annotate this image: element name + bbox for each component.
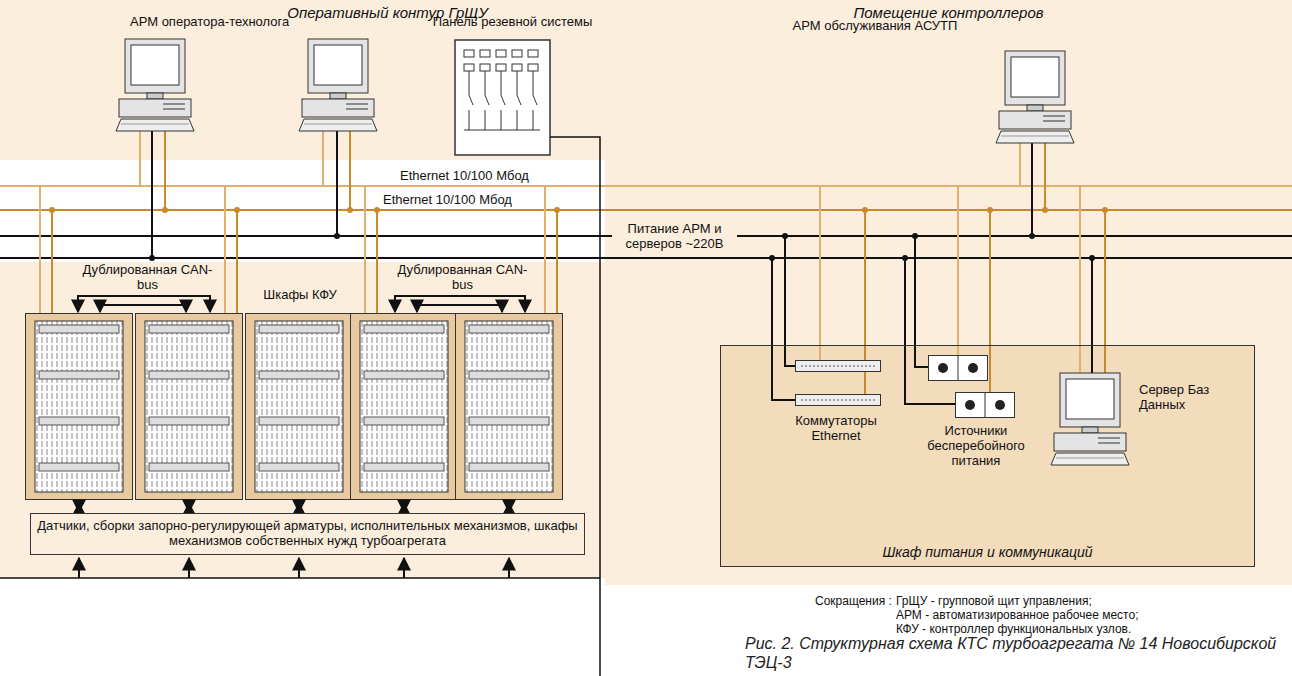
note: АРМ - автоматизированное рабочее место;	[896, 608, 1286, 622]
bus-label: Дублированная CAN-bus	[80, 262, 215, 292]
node-text: Сервер Баз Данных	[1139, 382, 1231, 412]
connector	[78, 503, 80, 512]
node-text: Источники бесперебойного питания	[916, 423, 1036, 468]
bus-label: Ethernet 10/100 Мбод	[383, 192, 563, 207]
workstation: АРМ оператора-технолога	[118, 14, 318, 134]
field-devices-box: Датчики, сборки запорно-регулирующей арм…	[30, 513, 585, 555]
node-text: Датчики, сборки запорно-регулирующей арм…	[37, 518, 578, 548]
note: КФУ - контроллер функциональных узлов.	[896, 622, 1286, 636]
node-text: Оперативный контур ГрЩУ	[0, 4, 775, 22]
figure-caption: Рис. 2. Структурная схема КТС турбоагрег…	[745, 634, 1285, 672]
bus-label: Питание АРМ и серверов ~220В	[612, 221, 737, 251]
ups-units: Источники бесперебойного питания	[896, 351, 1056, 481]
region: Помещение контроллеровАРМ обслуживания А…	[605, 0, 1292, 585]
controller-cabinets: Шкафы КФУ	[20, 287, 595, 502]
ethernet-switches: Коммутаторы Ethernet	[776, 351, 896, 459]
node-text: АРМ оператора-технолога	[130, 14, 318, 29]
node-text: АРМ обслуживания АСУТП	[790, 18, 960, 33]
node-text: Коммутаторы Ethernet	[786, 413, 886, 443]
note: Сокращения :	[815, 594, 900, 608]
node-text: Панель резевной системы	[420, 14, 605, 29]
note: ГрЩУ - групповой щит управления;	[896, 594, 1286, 608]
node-text: Шкафы КФУ	[235, 287, 365, 302]
workstation: АРМ обслуживания АСУТП	[790, 14, 1005, 144]
backup-panel: Панель резевной системы	[420, 14, 605, 160]
power-cabinet: Шкаф питания и коммуникаций Коммутаторы E…	[720, 345, 1255, 567]
region: Оперативный контур ГрЩУАРМ оператора-тех…	[0, 0, 775, 160]
database-server: Сервер Баз Данных	[1051, 366, 1236, 461]
node-text: Шкаф питания и коммуникаций	[721, 544, 1254, 561]
bus-label: Дублированная CAN-bus	[395, 262, 530, 292]
bus-label: Ethernet 10/100 Мбод	[400, 168, 580, 183]
